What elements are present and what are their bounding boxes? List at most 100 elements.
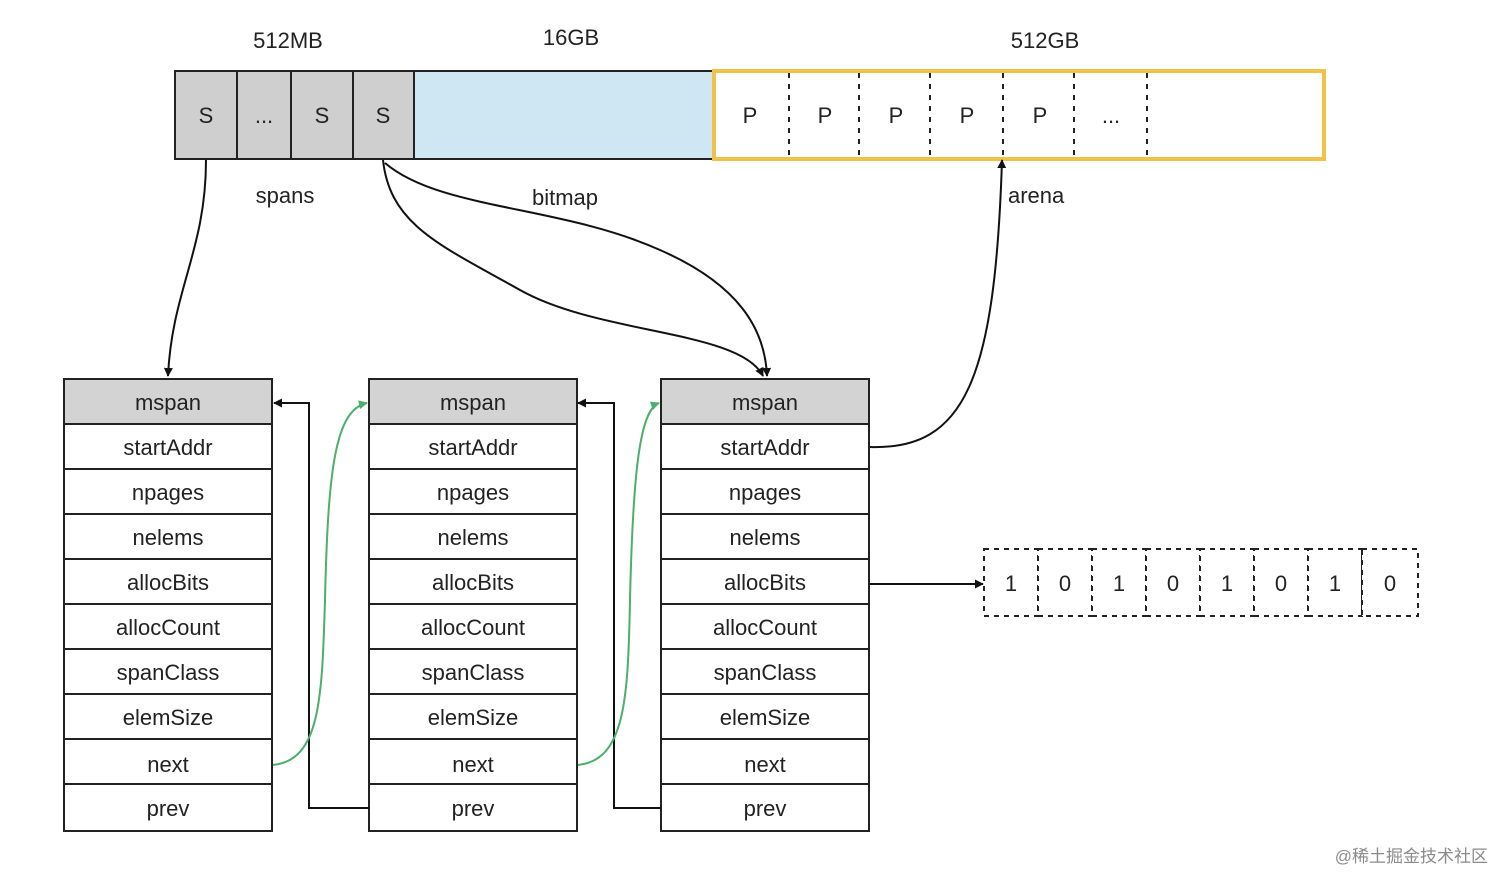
mspan-field: next xyxy=(744,752,786,777)
alloc-bit-cell xyxy=(1253,548,1309,617)
arena-page-label: P xyxy=(1033,103,1048,128)
mspan-field-box xyxy=(63,693,273,740)
bitmap-size-label: 16GB xyxy=(543,25,599,50)
alloc-bits-strip: 1 0 1 0 1 0 1 0 xyxy=(983,548,1419,617)
mspan-field-box xyxy=(63,783,273,832)
arena-size-label: 512GB xyxy=(1011,28,1080,53)
alloc-bit-cell xyxy=(1199,548,1255,617)
mspan-field: nelems xyxy=(438,525,509,550)
spans-cell-label: S xyxy=(199,103,214,128)
mspan-header-box xyxy=(63,378,273,425)
spans-cell xyxy=(290,70,354,160)
mspan-table: mspan startAddr npages nelems allocBits … xyxy=(660,378,870,832)
mspan-field: elemSize xyxy=(720,705,810,730)
mspan-table: mspan startAddr npages nelems allocBits … xyxy=(63,378,273,832)
mspan-field-box xyxy=(660,468,870,515)
arena-page-label: P xyxy=(743,103,758,128)
mspan-field-box xyxy=(63,558,273,605)
mspan-field-box xyxy=(368,558,578,605)
mspan-field: startAddr xyxy=(428,435,517,460)
mspan-field: prev xyxy=(452,796,495,821)
span-to-mspan-arrow xyxy=(382,159,764,377)
mspan-header: mspan xyxy=(440,390,506,415)
mspan-header: mspan xyxy=(135,390,201,415)
alloc-bit-value: 1 xyxy=(1221,571,1233,596)
alloc-bit-value: 1 xyxy=(1113,571,1125,596)
mspan-field-box xyxy=(63,648,273,695)
arena-name-label: arena xyxy=(1008,183,1065,208)
mspan-field: allocCount xyxy=(713,615,817,640)
mspan-field: allocBits xyxy=(724,570,806,595)
mspan-field: next xyxy=(147,752,189,777)
mspan-field-box xyxy=(368,783,578,832)
alloc-bit-cell xyxy=(1037,548,1093,617)
mspan-field: spanClass xyxy=(422,660,525,685)
mspan-field-box xyxy=(63,513,273,560)
spans-cell xyxy=(174,70,238,160)
mspan-field-box xyxy=(660,558,870,605)
arena-region: P P P P P ... xyxy=(712,69,1326,161)
mspan-field: nelems xyxy=(730,525,801,550)
mspan-table: mspan startAddr npages nelems allocBits … xyxy=(368,378,578,832)
mspan-field: spanClass xyxy=(117,660,220,685)
arena-page-label: P xyxy=(960,103,975,128)
alloc-bit-value: 0 xyxy=(1384,571,1396,596)
spans-region: S ... S S xyxy=(174,70,415,160)
spans-to-mspan-arrow xyxy=(163,159,207,377)
mspan-field-box xyxy=(368,423,578,470)
mspan-field: allocCount xyxy=(116,615,220,640)
spans-cell-label: S xyxy=(376,103,391,128)
next-link-arrow xyxy=(577,401,660,766)
bitmap-region xyxy=(413,70,715,160)
alloc-bit-value: 1 xyxy=(1005,571,1017,596)
mspan-field: elemSize xyxy=(123,705,213,730)
mspan-field: elemSize xyxy=(428,705,518,730)
arena-page-label: P xyxy=(818,103,833,128)
mspan-field: npages xyxy=(729,480,801,505)
spans-size-label: 512MB xyxy=(253,28,323,53)
mspan-field: npages xyxy=(437,480,509,505)
spans-cell-label: ... xyxy=(255,103,273,128)
bitmap-name-label: bitmap xyxy=(532,185,598,210)
mspan-field: nelems xyxy=(133,525,204,550)
mspan-field-box xyxy=(368,738,578,785)
mspan-field-box xyxy=(368,468,578,515)
mspan-header: mspan xyxy=(732,390,798,415)
next-link-arrow xyxy=(272,400,368,766)
mspan-field: spanClass xyxy=(714,660,817,685)
arena-page-label: P xyxy=(889,103,904,128)
mspan-field: prev xyxy=(744,796,787,821)
mspan-field: startAddr xyxy=(123,435,212,460)
mspan-header-box xyxy=(660,378,870,425)
alloc-bit-value: 0 xyxy=(1275,571,1287,596)
alloc-bit-value: 0 xyxy=(1059,571,1071,596)
arena-border xyxy=(712,69,1326,161)
mspan-field: prev xyxy=(147,796,190,821)
watermark-text: @稀土掘金技术社区 xyxy=(1335,847,1488,866)
alloc-bit-value: 1 xyxy=(1329,571,1341,596)
arena-page-label: ... xyxy=(1102,103,1120,128)
alloc-bit-cell xyxy=(1145,548,1201,617)
mspan-field-box xyxy=(368,603,578,650)
mspan-field-box xyxy=(368,513,578,560)
alloc-bit-value: 0 xyxy=(1167,571,1179,596)
mspan-field: allocCount xyxy=(421,615,525,640)
mspan-field-box xyxy=(660,648,870,695)
spans-name-label: spans xyxy=(256,183,315,208)
mspan-field-box xyxy=(660,423,870,470)
mspan-field: startAddr xyxy=(720,435,809,460)
alloc-bit-cell xyxy=(1361,548,1419,617)
mspan-field: npages xyxy=(132,480,204,505)
alloc-bit-cell xyxy=(983,548,1039,617)
mspan-field-box xyxy=(63,468,273,515)
spans-cell-label: S xyxy=(315,103,330,128)
prev-link-arrow xyxy=(577,398,661,809)
bitmap-to-mspan-arrow xyxy=(384,162,772,377)
mspan-field-box xyxy=(660,783,870,832)
mspan-field-box xyxy=(63,603,273,650)
spans-cell xyxy=(236,70,292,160)
mspan-field-box xyxy=(660,513,870,560)
mspan-field-box xyxy=(63,423,273,470)
mspan-field: next xyxy=(452,752,494,777)
